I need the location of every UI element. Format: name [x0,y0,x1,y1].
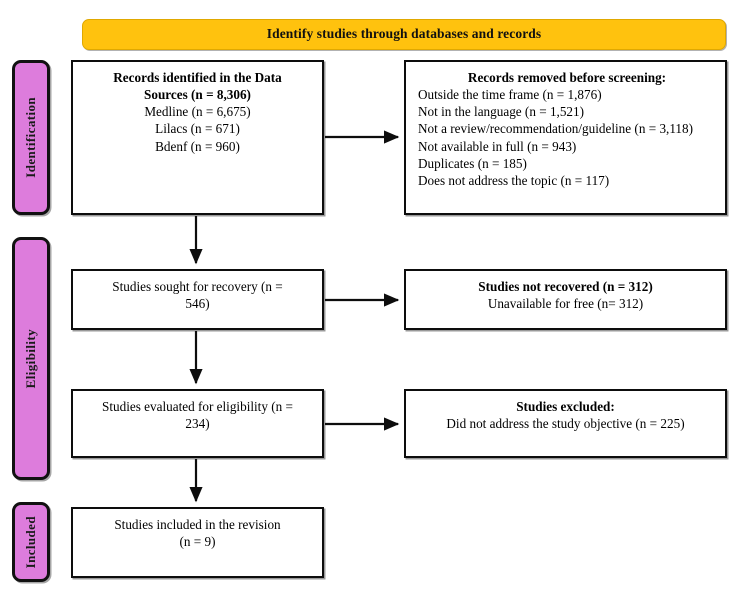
node-records-identified-line-4: Bdenf (n = 960) [155,138,240,154]
node-included-revision: Studies included in the revision (n = 9) [71,507,324,578]
node-not-recovered-line-0: Unavailable for free (n= 312) [487,296,644,312]
node-not-recovered-header: Studies not recovered (n = 312) [478,279,653,294]
stage-label-eligibility: Eligibility [12,237,50,480]
stage-label-included: Included [12,502,50,582]
node-records-removed: Records removed before screening: Outsid… [404,60,727,215]
diagram-banner-label: Identify studies through databases and r… [266,26,542,42]
node-included-revision-line-0: Studies included in the revision [114,517,281,532]
node-sought-recovery-line-1: 546) [185,296,210,312]
stage-label-included-text: Included [23,515,38,569]
node-studies-excluded-line-0: Did not address the study objective (n =… [446,416,685,432]
diagram-banner: Identify studies through databases and r… [82,19,726,50]
stage-label-eligibility-text: Eligibility [23,328,38,389]
node-included-revision-line-1: (n = 9) [179,534,216,550]
node-not-recovered: Studies not recovered (n = 312) Unavaila… [404,269,727,330]
node-evaluated-eligibility-line-1: 234) [185,416,210,432]
node-sought-recovery-line-0: Studies sought for recovery (n = [112,279,283,294]
node-records-identified-line-3: Lilacs (n = 671) [155,121,240,137]
node-records-identified-line-2: Medline (n = 6,675) [144,104,251,120]
stage-label-identification: Identification [12,60,50,215]
node-records-removed-line-2: Not a review/recommendation/guideline (n… [418,121,694,137]
node-evaluated-eligibility: Studies evaluated for eligibility (n = 2… [71,389,324,458]
node-records-identified-line-0: Records identified in the Data [113,70,282,85]
node-evaluated-eligibility-line-0: Studies evaluated for eligibility (n = [102,399,293,414]
node-studies-excluded: Studies excluded: Did not address the st… [404,389,727,458]
node-records-removed-line-5: Does not address the topic (n = 117) [418,172,610,188]
node-records-removed-line-0: Outside the time frame (n = 1,876) [418,87,602,103]
node-records-removed-line-4: Duplicates (n = 185) [418,155,527,171]
node-records-removed-header: Records removed before screening: [467,70,667,85]
node-records-identified: Records identified in the Data Sources (… [71,60,324,215]
node-records-identified-line-1: Sources (n = 8,306) [144,87,251,103]
node-sought-recovery: Studies sought for recovery (n = 546) [71,269,324,330]
stage-label-identification-text: Identification [23,97,38,178]
node-studies-excluded-header: Studies excluded: [516,399,615,414]
node-records-removed-line-1: Not in the language (n = 1,521) [418,104,585,120]
node-records-removed-line-3: Not available in full (n = 943) [418,138,577,154]
